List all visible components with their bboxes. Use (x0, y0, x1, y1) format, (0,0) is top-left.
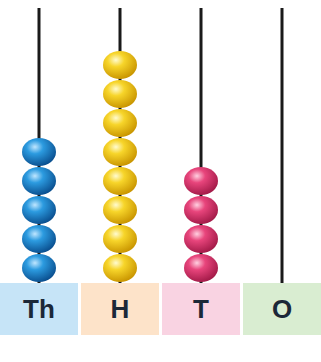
place-value-label: H (111, 296, 130, 322)
bead (103, 138, 137, 166)
bead (184, 254, 218, 282)
thousands-beads (22, 138, 56, 282)
bead (103, 109, 137, 137)
bead (103, 167, 137, 195)
rods (39, 8, 282, 283)
place-value-box: H (81, 283, 159, 335)
place-value-label: Th (23, 296, 55, 322)
place-value-box: O (243, 283, 321, 335)
place-value-box: Th (0, 283, 78, 335)
place-value-label: T (193, 296, 209, 322)
bead (22, 196, 56, 224)
bead (184, 196, 218, 224)
place-value-label: O (272, 296, 292, 322)
hundreds-beads (103, 51, 137, 282)
bead (103, 80, 137, 108)
bead (184, 225, 218, 253)
bead (22, 167, 56, 195)
bead (22, 225, 56, 253)
bead (103, 196, 137, 224)
bead (103, 225, 137, 253)
bead (103, 51, 137, 79)
rod (281, 8, 284, 283)
tens-beads (184, 167, 218, 282)
bead (22, 138, 56, 166)
bead (103, 254, 137, 282)
bead (22, 254, 56, 282)
place-value-box: T (162, 283, 240, 335)
bead (184, 167, 218, 195)
